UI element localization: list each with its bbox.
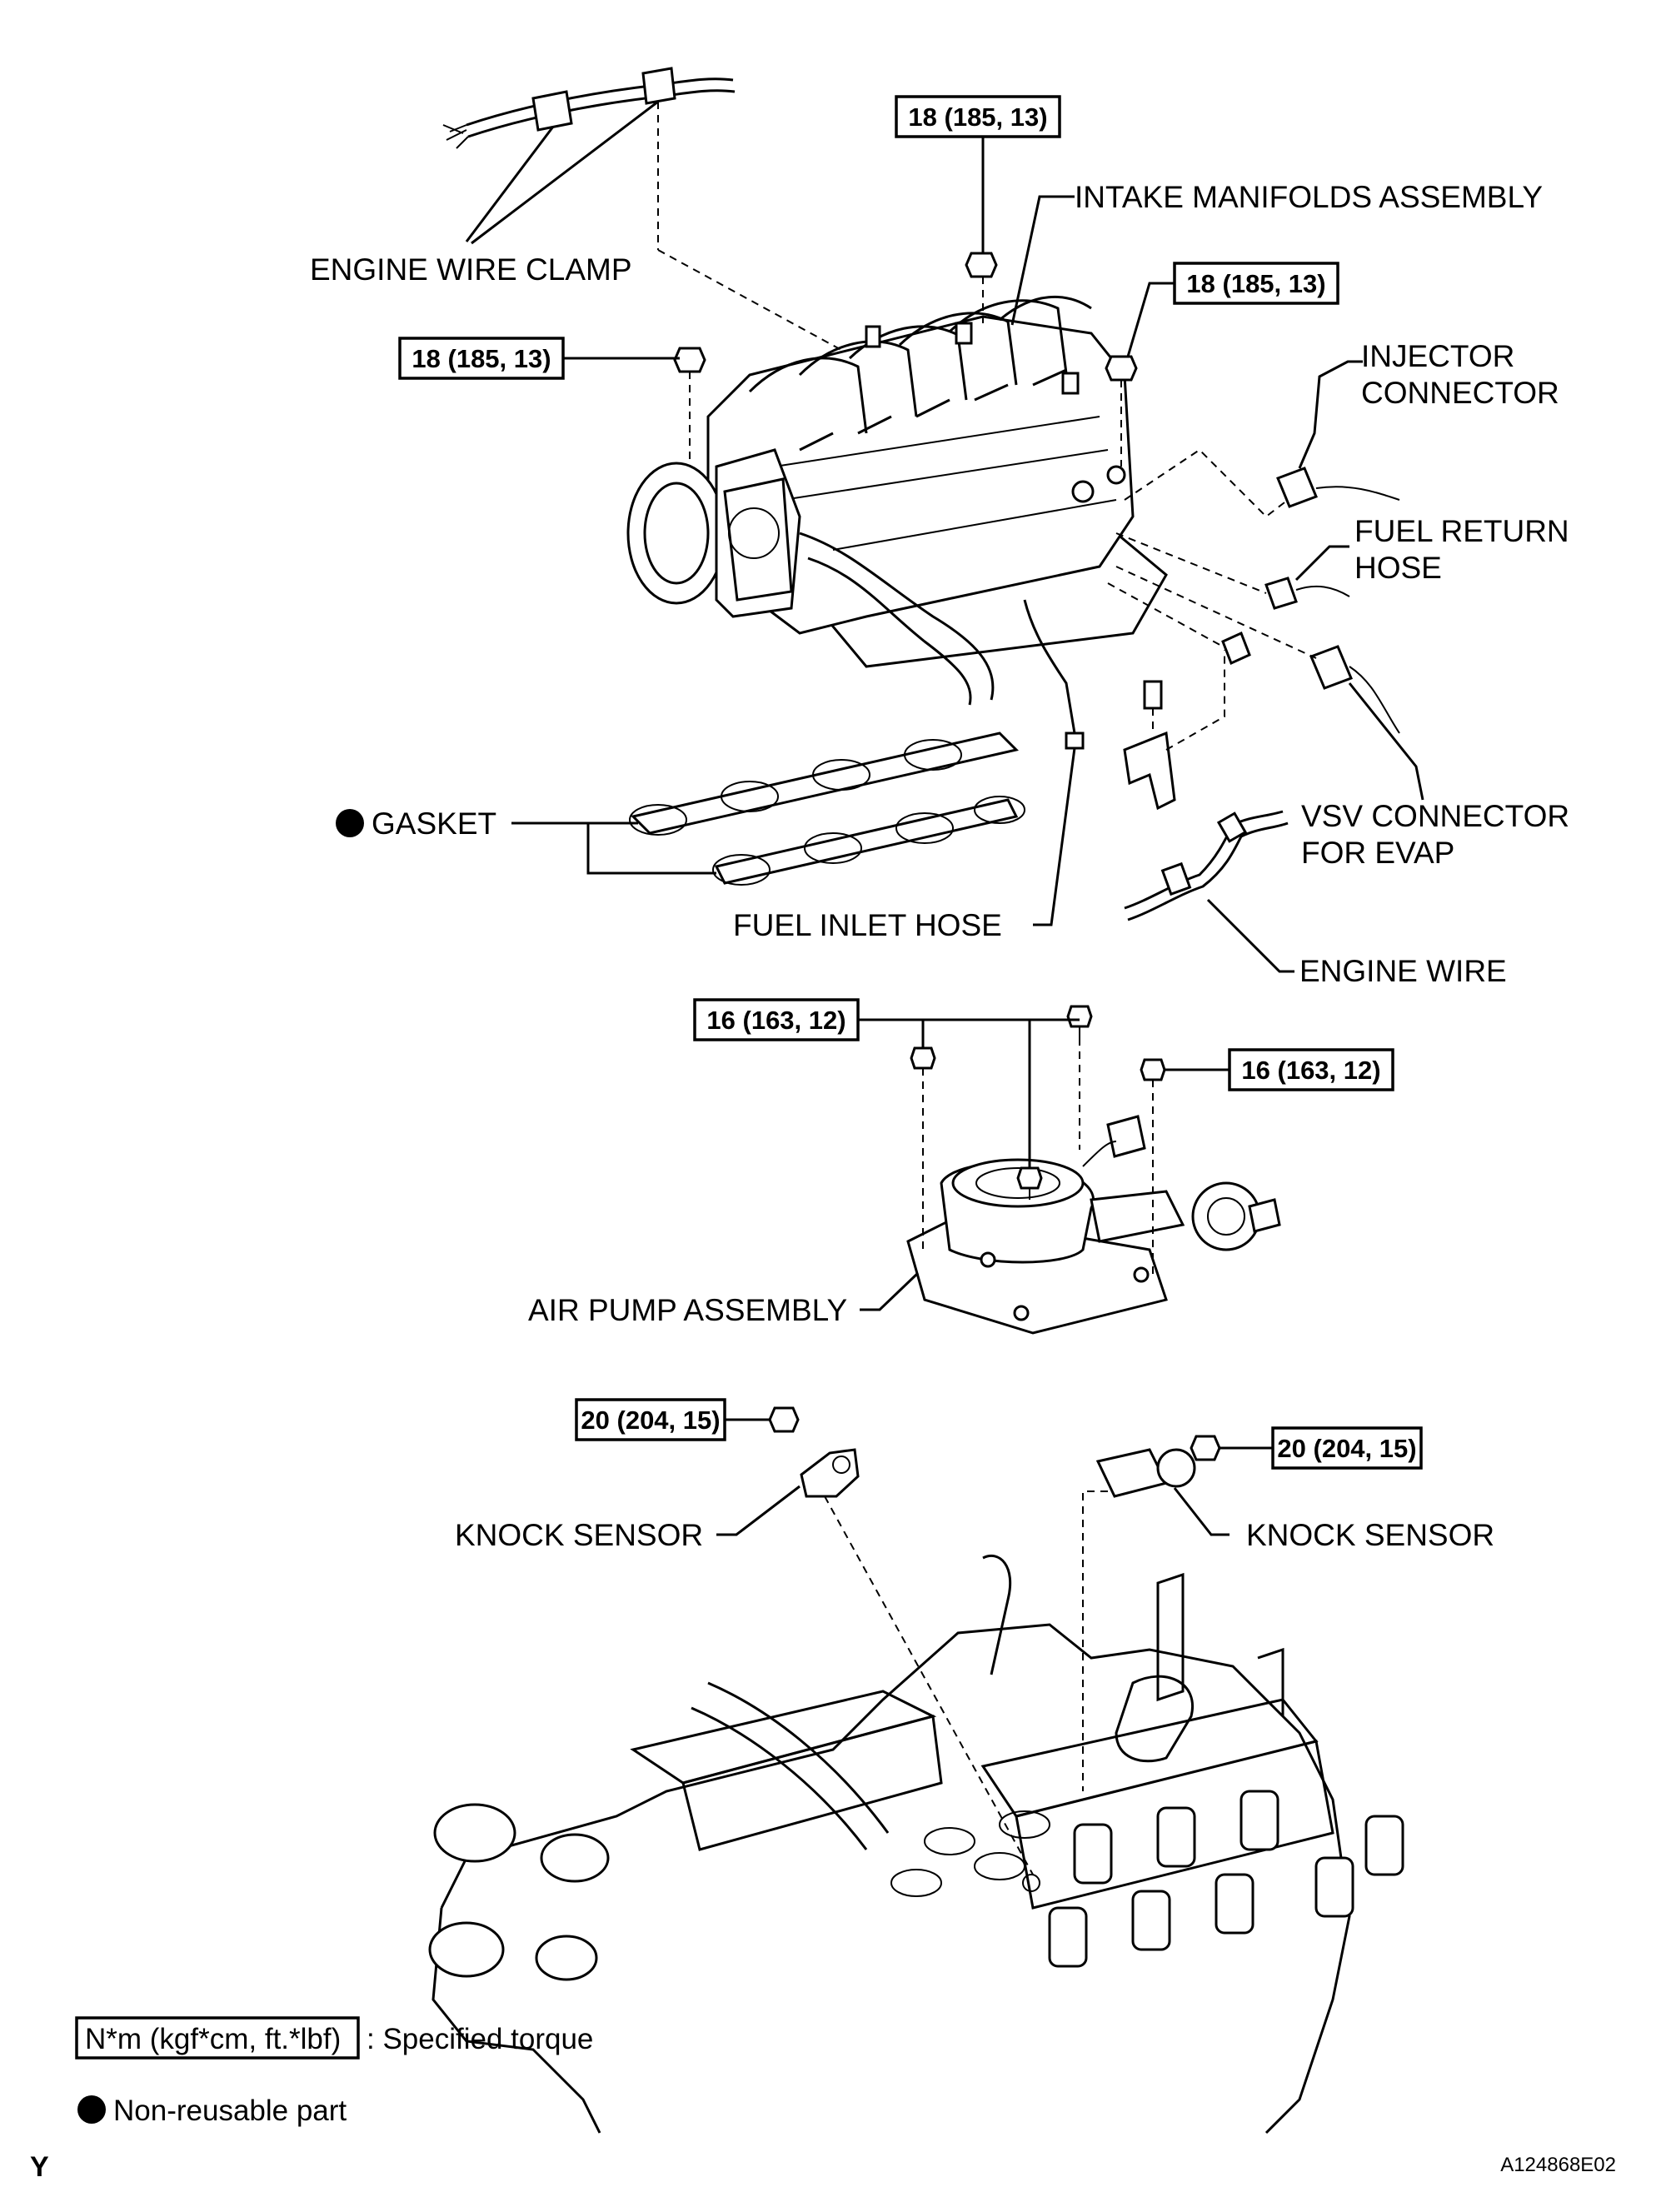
torque-box-manifold-right <box>1173 262 1339 305</box>
engine-wire-clamp-2 <box>641 67 676 105</box>
air-pump-bolt-1 <box>910 1046 936 1250</box>
intake-manifold-drawing <box>626 295 1168 706</box>
torque-knock-left: 20 (204, 15) <box>581 1406 720 1435</box>
fuel-inlet-hose-part <box>1023 599 1085 926</box>
figure-code: A124868E02 <box>1500 2154 1616 2176</box>
fuel-return-hose-label-2: HOSE <box>1354 551 1442 585</box>
manifold-nut-top <box>965 137 998 323</box>
engine-wire-clamp-leaders <box>465 100 842 351</box>
torque-knock-right: 20 (204, 15) <box>1277 1434 1416 1463</box>
torque-box-knock-left <box>575 1398 726 1441</box>
knock-sensor-right-label: KNOCK SENSOR <box>1246 1518 1494 1552</box>
knock-sensor-right-part <box>1082 1435 1273 1791</box>
torque-manifold-right: 18 (185, 13) <box>1186 269 1325 298</box>
fuel-return-hose-label-1: FUEL RETURN <box>1354 514 1569 548</box>
engine-wire-clamp-label: ENGINE WIRE CLAMP <box>310 252 632 287</box>
injector-connector-part <box>1124 360 1400 518</box>
intake-manifolds-assembly-label: INTAKE MANIFOLDS ASSEMBLY <box>1075 180 1543 214</box>
legend-non-reusable-dot <box>77 2095 106 2124</box>
injector-connector-label-1: INJECTOR <box>1361 339 1514 373</box>
knock-sensor-left-label: KNOCK SENSOR <box>455 1518 703 1552</box>
injector-connector-label-2: CONNECTOR <box>1361 376 1559 410</box>
vsv-connector-label-2: FOR EVAP <box>1301 836 1454 870</box>
vsv-connector-label-1: VSV CONNECTOR <box>1301 799 1569 833</box>
engine-wire-lower-part <box>1124 810 1294 973</box>
intake-manifold-leader <box>1010 195 1075 326</box>
air-pump-bolt-2 <box>1016 1166 1043 1200</box>
fuel-inlet-hose-label: FUEL INLET HOSE <box>733 908 1002 942</box>
air-pump-bolt-3 <box>1066 1005 1093 1150</box>
air-pump-assembly-label: AIR PUMP ASSEMBLY <box>528 1293 847 1327</box>
torque-box-air-pump-left <box>693 998 860 1041</box>
engine-block-drawing <box>428 1555 1404 2135</box>
legend-torque-box <box>75 2016 360 2060</box>
legend-torque-desc: : Specified torque <box>367 2023 593 2055</box>
gasket-label: GASKET <box>372 806 496 841</box>
gasket-part <box>629 732 1025 886</box>
corner-mark: Y <box>30 2151 49 2183</box>
wire-bracket <box>1123 650 1225 811</box>
engine-wire-label: ENGINE WIRE <box>1299 954 1507 988</box>
air-pump-leader <box>860 1271 920 1311</box>
knock-sensor-left-part <box>716 1406 1034 1875</box>
gasket-leader <box>511 821 716 875</box>
engine-wire-clamp-1 <box>531 90 573 132</box>
vsv-connector-part <box>1107 566 1424 801</box>
engine-wire-harness <box>442 77 736 149</box>
torque-air-pump-left: 16 (163, 12) <box>706 1006 845 1035</box>
torque-box-manifold-top <box>895 95 1061 138</box>
legend-non-reusable-text: Non-reusable part <box>113 2095 347 2127</box>
air-pump-bolt-4 <box>1140 1058 1166 1275</box>
manifold-nut-left <box>563 347 706 467</box>
torque-manifold-top: 18 (185, 13) <box>908 102 1047 132</box>
air-pump-drawing <box>906 1115 1281 1335</box>
manifold-nut-right <box>1105 282 1175 467</box>
torque-manifold-left: 18 (185, 13) <box>412 344 551 373</box>
legend-torque-unit: N*m (kgf*cm, ft.*lbf) <box>85 2023 341 2055</box>
torque-air-pump-right: 16 (163, 12) <box>1241 1056 1380 1085</box>
fuel-return-hose-part <box>1115 532 1350 610</box>
torque-box-knock-right <box>1271 1426 1423 1470</box>
torque-box-manifold-left <box>398 337 565 380</box>
non-reusable-mark-gasket <box>336 809 364 837</box>
torque-box-air-pump-right <box>1228 1048 1394 1091</box>
air-pump-torque-leaders <box>858 1018 1230 1168</box>
